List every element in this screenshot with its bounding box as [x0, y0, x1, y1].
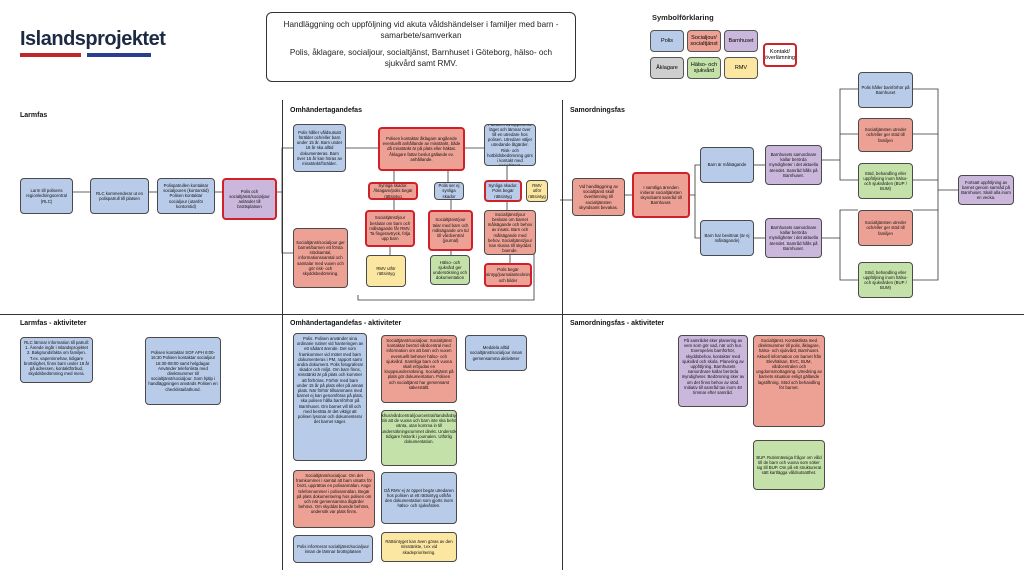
node-polis-ser-ej: Polis ser ej synliga skador	[434, 182, 464, 200]
node-rattsintyg-aktivitet: Rättsintyget kan även göras av den misst…	[381, 532, 457, 562]
node-barn-bevittnat: Barn har bevittnat (är ej målsägande)	[700, 220, 754, 256]
node-fortsatt-uppfoljning: Fortsatt uppföljning av barnet genom sam…	[958, 175, 1014, 205]
section-samordningsfas: Samordningsfas	[570, 107, 625, 114]
node-stod-behandling-2: Stöd, behandling eller uppföljning inom …	[858, 262, 913, 298]
node-polis-informerar: Polis informerar socialtjänst/socialjour…	[293, 535, 373, 563]
divider-horizontal	[0, 314, 1024, 315]
section-larmfas-aktiviteter: Larmfas - aktiviteter	[20, 320, 87, 327]
node-patrull-avrapporterar: Patrullen avrapporterar läget och lämnar…	[484, 124, 536, 166]
node-rmv-aktivitet: Då RMV ej är öppet begär utredaren hos p…	[381, 472, 457, 524]
title-box: Handläggning och uppföljning vid akuta v…	[266, 12, 576, 82]
logo-bar-blue	[87, 53, 151, 57]
legend-rmv: RMV	[724, 57, 758, 79]
node-rlc-aktivitet: RLC lämnar information till patrull: 1. …	[20, 337, 93, 383]
title-line2: Polis, åklagare, socialjour, socialtjäns…	[289, 48, 553, 68]
node-rmv-utfor-2: RMV utför rättsintyg	[366, 255, 406, 287]
node-polis-soc-anlander: Polis och socialtjänst/socialjour anländ…	[222, 178, 277, 220]
legend-barnhuset: Barnhuset	[724, 30, 758, 52]
node-polis-begar-journal: Polis begär rättsintyg/journalanteckning…	[484, 263, 532, 287]
node-polispatrull: Polispatrullen kontaktar socialjouren (k…	[157, 178, 215, 214]
node-soc-samordning: Socialtjänst. Kontaktlista med direktnum…	[753, 335, 825, 427]
section-larmfas: Larmfas	[20, 112, 48, 119]
node-soc-beslutar-insats: Socialtjänst/jour beslutar om barnet mål…	[484, 210, 536, 255]
node-soc-utreder-1: Socialtjänsten utreder och/eller ger stö…	[858, 118, 913, 152]
legend-kontakt: Kontakt/ överlämning	[763, 43, 797, 67]
node-larm-rlc: Larm till polisens regionledningscentral…	[20, 178, 73, 214]
node-meddela-alltid: Meddela alltid socialtjänst/socialjour i…	[465, 335, 527, 371]
node-vid-handlaggning: Vid handläggning av socialtjänst skall ö…	[572, 178, 625, 216]
logo-bar-red	[20, 53, 81, 57]
legend-polis: Polis	[650, 30, 684, 52]
node-polis-aktivitet: Polis. Polisen använder sina ordinarie r…	[293, 333, 367, 461]
divider-vertical-1	[282, 100, 283, 570]
node-halso-undersokning: Hälso- och sjukvård ger undersökning och…	[430, 255, 470, 285]
node-barn-malsagande: Barn är målsägande	[700, 147, 754, 183]
node-socjour-stodsamtal: Socialtjänst/socialjour ger barnet/barne…	[293, 228, 348, 288]
node-soc-aktivitet-2: Socialtjänst/socialjour. Om det framkomm…	[293, 470, 375, 528]
legend-title: Symbolförklaring	[652, 13, 714, 22]
legend-socialtjanst: Socialjour/ socialtjänst	[687, 30, 721, 52]
node-synliga-skador-2: Synliga skador. Polis begär rättsintyg	[484, 180, 522, 202]
section-omhandertagandefas-aktiviteter: Omhändertagandefas - aktiviteter	[290, 320, 402, 327]
node-barnhus-samordnare-1: Barnhusets samordnare kallar berörda myn…	[765, 145, 822, 185]
node-soc-talar-vardcentral: Socialtjänst/jour talar med barn och mål…	[428, 210, 473, 251]
legend-halso: Hälso- och sjukvård	[687, 57, 721, 79]
logo-text: Islandsprojektet	[20, 28, 166, 50]
node-bup-aktivitet: BUP. Rutinmässiga frågor om våld till de…	[753, 440, 825, 490]
node-polis-haller: Polis håller våldsutsatt förälder och/el…	[293, 124, 346, 172]
node-stod-behandling-1: Stöd, behandling eller uppföljning inom …	[858, 163, 913, 199]
node-barnhus-aktivitet: På samrådet sker planering av vem som gö…	[678, 335, 748, 407]
node-sjukhus-aktivitet: Sjukhus/vårdcentral/jourcentral/tandvård…	[381, 410, 457, 466]
legend-aklagare: Åklagare	[650, 57, 684, 79]
node-polisen-kontaktar-aklagare: Polisen kontaktar åklagare angående even…	[378, 127, 465, 171]
section-omhandertagandefas: Omhändertagandefas	[290, 107, 362, 114]
node-samtliga-arenden: I samtliga ärenden initierar socialtjäns…	[632, 172, 690, 218]
node-soc-utreder-2-box: Socialtjänsten utreder och/eller ger stö…	[858, 210, 913, 246]
node-polisen-kontaktar-sof: Polisen kontaktar SOF APH 8:00-16:30 Pol…	[145, 337, 221, 405]
node-barnhus-samordnare-2: Barnhusets samordnare kallar berörda myn…	[765, 218, 822, 258]
node-synliga-skador-1: Synliga skador. Åklagare/polis begär rät…	[368, 182, 418, 200]
node-soc-aktivitet-1: Socialtjänst/socialjour. Socialtjänst ko…	[381, 335, 457, 403]
node-polis-barnforhor: Polis håller barnförhör på Barnhuset	[858, 72, 913, 108]
divider-vertical-2	[562, 100, 563, 570]
title-line1: Handläggning och uppföljning vid akuta v…	[283, 20, 559, 40]
node-rmv-utfor-1: RMV utför rättsintyg	[526, 180, 548, 202]
section-samordningsfas-aktiviteter: Samordningsfas - aktiviteter	[570, 320, 665, 327]
node-soc-beslutar-rmv: Socialtjänst/jour beslutar om barn och m…	[365, 210, 415, 247]
node-rlc-kommenderar: RLC kommenderar ut en polispatrull till …	[90, 178, 149, 214]
